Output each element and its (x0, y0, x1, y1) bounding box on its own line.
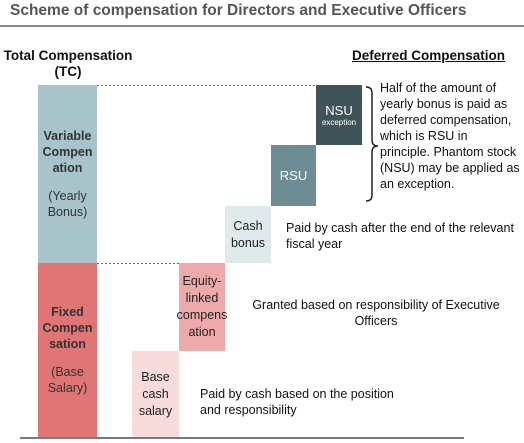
variable-title-line2: Compen (42, 145, 93, 159)
equity-linked-line3: compens (176, 308, 228, 322)
cash-bonus-description: Paid by cash after the end of the releva… (286, 221, 514, 251)
fixed-title-line3: sation (49, 337, 86, 351)
equity-linked-description: Granted based on responsibility of Execu… (252, 298, 500, 328)
cash-bonus-line1: Cash (233, 218, 263, 233)
rsu-label: RSU (279, 168, 308, 183)
equity-linked-line1: Equity- (182, 274, 222, 288)
nsu-sublabel: exception (321, 117, 357, 127)
variable-title-line3: ation (52, 161, 83, 175)
total-compensation-label-line1: Total Compensation (3, 48, 133, 63)
fixed-title-line2: Compen (42, 321, 93, 335)
fixed-subtitle: (Base Salary) (48, 364, 88, 396)
deferred-description: Half of the amount of yearly bonus is pa… (380, 81, 520, 191)
total-compensation-label: Total Compensation (TC) (0, 48, 136, 80)
page-title: Scheme of compensation for Directors and… (10, 2, 467, 19)
cash-bonus-line2: bonus (230, 235, 266, 250)
fixed-compensation-box: Fixed Compen sation (Base Salary) (38, 263, 97, 437)
equity-linked-line2: linked (185, 291, 219, 305)
variable-compensation-box: Variable Compen ation (Yearly Bonus) (38, 85, 97, 263)
nsu-box: NSU exception (316, 85, 362, 145)
base-cash-salary-line3: salary (138, 403, 173, 418)
fixed-sub-line2: Salary) (47, 381, 88, 395)
deferred-compensation-label: Deferred Compensation (352, 48, 506, 63)
base-cash-salary-line2: cash (142, 386, 169, 401)
base-cash-salary-description: Paid by cash based on the position and r… (200, 387, 394, 417)
variable-sub-line1: (Yearly (48, 189, 87, 203)
deferred-brace-icon (365, 86, 379, 202)
base-cash-salary-box: Base cash salary (132, 351, 179, 437)
variable-subtitle: (Yearly Bonus) (48, 188, 88, 220)
equity-linked-compensation-box: Equity- linked compens ation (176, 263, 228, 351)
fixed-title-line1: Fixed (51, 305, 84, 319)
nsu-label: NSU (325, 102, 353, 118)
fixed-sub-line1: (Base (51, 365, 84, 379)
equity-linked-line4: ation (188, 325, 216, 339)
variable-sub-line2: Bonus) (47, 205, 88, 219)
rsu-box: RSU (271, 145, 316, 206)
base-cash-salary-line1: Base (141, 369, 170, 384)
cash-bonus-box: Cash bonus (225, 206, 271, 263)
total-compensation-label-line2: (TC) (54, 64, 82, 79)
title-underline (0, 25, 524, 27)
variable-title-line1: Variable (43, 129, 92, 143)
baseline-rule (20, 437, 464, 439)
